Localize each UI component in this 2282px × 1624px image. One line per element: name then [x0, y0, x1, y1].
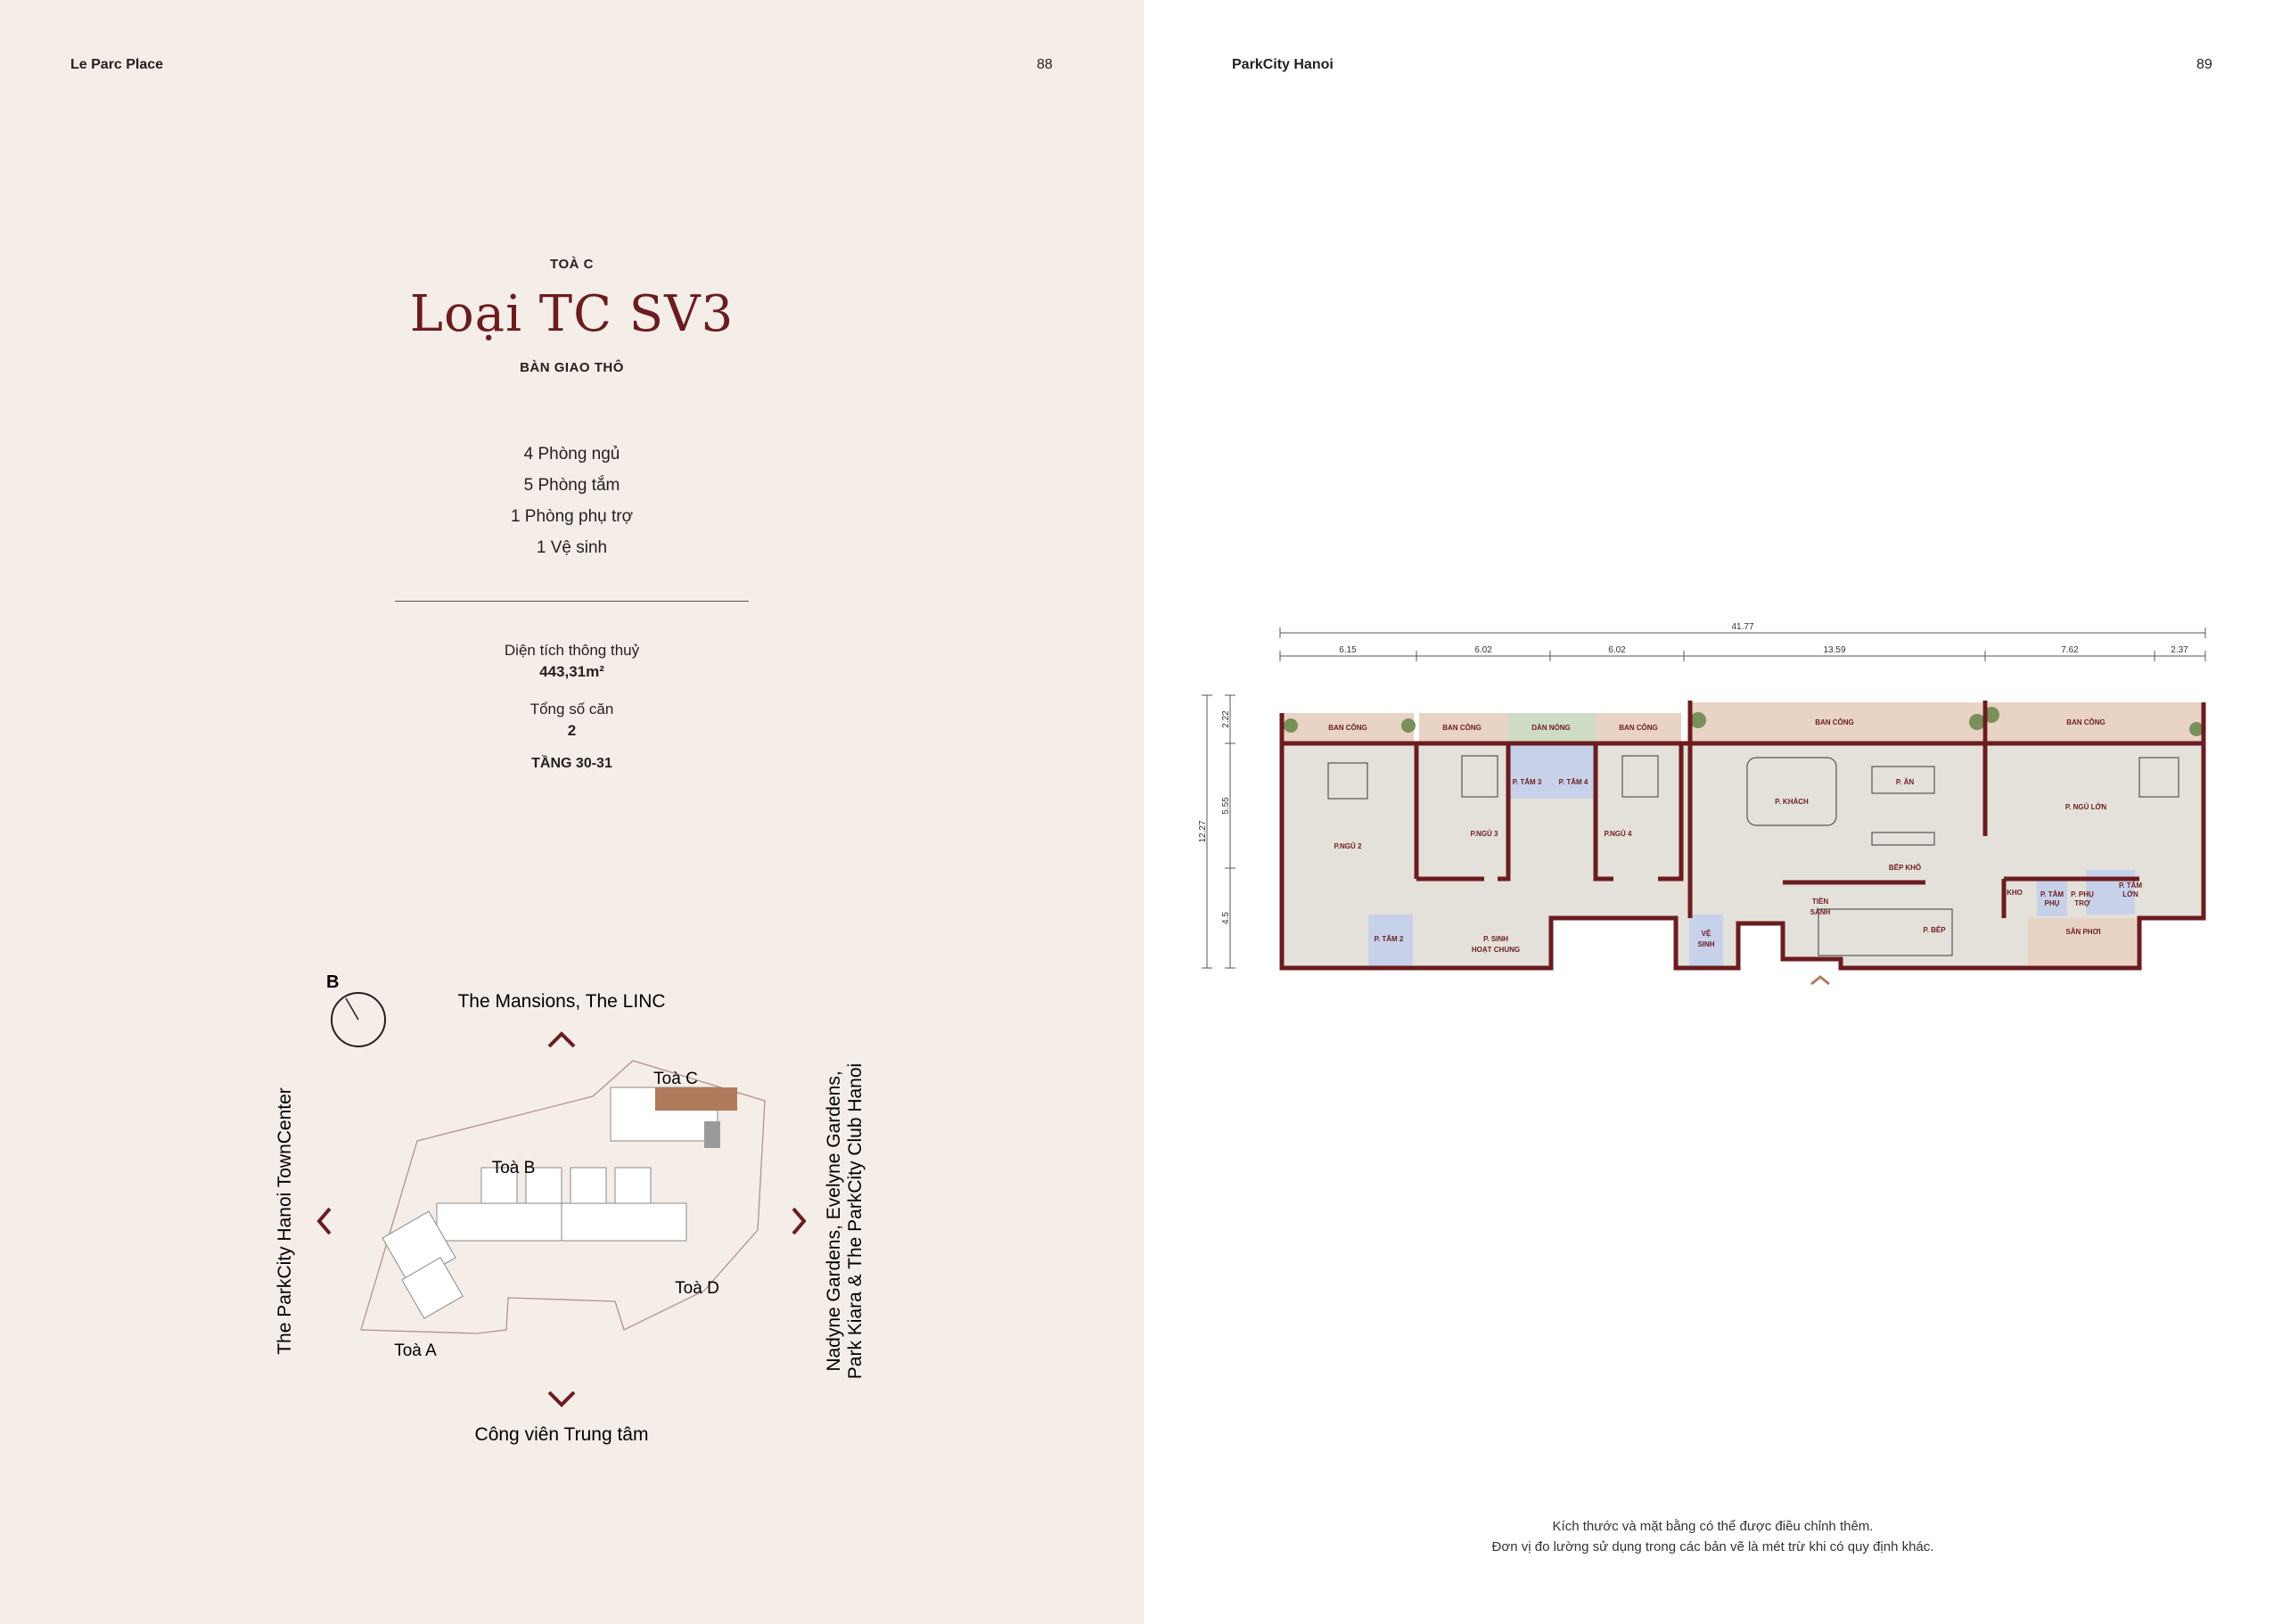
room-common-2: HOẠT CHUNG [1472, 946, 1520, 954]
room-wc: VỆ [1702, 930, 1712, 938]
room-bed-2: P.NGỦ 2 [1334, 842, 1363, 850]
dim-seg-5: 7.62 [2061, 645, 2079, 655]
room-bath-4: P. TẮM 4 [1559, 778, 1588, 786]
dim-total: 41.77 [1731, 622, 1753, 632]
room-dry-kitchen: BẾP KHÔ [1889, 863, 1921, 872]
room-lobby-2: SẢNH [1810, 908, 1831, 916]
dir-top-label: The Mansions, The LINC [457, 991, 665, 1012]
wet-areas [1368, 743, 2135, 966]
room-living: P. KHÁCH [1775, 798, 1809, 806]
room-balcony-5: BAN CÔNG [2066, 718, 2106, 726]
feature-bathrooms: 5 Phòng tắm [523, 476, 620, 495]
brand-right: ParkCity Hanoi [1232, 57, 1334, 72]
room-kitchen: P. BẾP [1923, 925, 1946, 934]
area-value: 443,31m² [539, 663, 604, 680]
units-label: Tổng số căn [529, 701, 614, 718]
tower-c-label: Toà C [653, 1070, 698, 1088]
room-master-bath-2: LỚN [2122, 890, 2138, 898]
room-wc-2: SINH [1697, 940, 1714, 948]
building-label: TOÀ C [550, 257, 594, 272]
room-laundry: SÂN PHƠI [2065, 928, 2100, 936]
units-value: 2 [567, 722, 577, 739]
dim-depth-3: 4.5 [1221, 912, 1231, 924]
service-areas [2028, 918, 2139, 966]
chevron-down-icon [547, 1390, 576, 1407]
dim-seg-6: 2.37 [2171, 645, 2188, 655]
room-bath-small-2: PHỤ [2045, 899, 2060, 907]
left-page: Le Parc Place 88 TOÀ C Loại TC SV3 BÀN G… [0, 0, 1144, 1624]
room-storage: KHO [2007, 889, 2023, 897]
tower-blocks [382, 1087, 718, 1319]
dim-seg-4: 13.59 [1823, 645, 1845, 655]
chevron-right-icon [792, 1207, 807, 1235]
note-line-2: Đơn vị đo lường sử dụng trong các bản vẽ… [1491, 1539, 1934, 1554]
handover-label: BÀN GIAO THÔ [520, 360, 624, 375]
note-line-1: Kích thước và mặt bằng có thể được điều … [1552, 1519, 1874, 1534]
dim-depth-2: 5.55 [1221, 797, 1231, 815]
balconies [1282, 702, 2204, 742]
dim-depth-total: 12.27 [1198, 820, 1208, 842]
room-bath-2: P. TẮM 2 [1375, 935, 1404, 943]
area-label: Diện tích thông thuỷ [504, 642, 640, 659]
tower-d-label: Toà D [675, 1279, 719, 1298]
room-dining: P. ĂN [1896, 778, 1915, 786]
dir-right-label-1: Nadyne Gardens, Evelyne Gardens, [824, 1070, 844, 1371]
room-master: P. NGỦ LỚN [2065, 803, 2106, 811]
site-plan: B The Mansions, The LINC Công viên Trung… [275, 972, 866, 1445]
room-aux: P. PHỤ [2071, 890, 2094, 898]
room-common: P. SINH [1483, 935, 1508, 943]
dim-seg-3: 6.02 [1608, 645, 1626, 655]
room-bath-small: P. TẮM [2040, 890, 2064, 898]
room-balcony-4: BAN CÔNG [1815, 718, 1854, 726]
room-bath-3: P. TẮM 3 [1513, 778, 1542, 786]
entrance-arrow-icon [1810, 975, 1830, 986]
compass-icon [331, 992, 386, 1047]
feature-list: 4 Phòng ngủ 5 Phòng tắm 1 Phòng phụ trợ … [0, 439, 1144, 563]
room-ac: DÀN NÓNG [1531, 724, 1571, 732]
room-balcony-3: BAN CÔNG [1619, 724, 1658, 732]
divider [395, 601, 749, 602]
tower-c-highlight [655, 1087, 737, 1111]
room-aux-2: TRỢ [2074, 899, 2090, 907]
dir-bottom-label: Công viên Trung tâm [475, 1424, 649, 1445]
room-balcony-1: BAN CÔNG [1328, 724, 1367, 732]
brand-left: Le Parc Place [70, 57, 164, 72]
room-master-bath: P. TẮM [2119, 882, 2142, 890]
dim-seg-2: 6.02 [1474, 645, 1492, 655]
room-lobby: TIỀN [1812, 897, 1828, 906]
dir-right-label-2: Park Kiara & The ParkCity Club Hanoi [845, 1063, 866, 1379]
site-boundary [360, 1060, 766, 1334]
page-number-left: 88 [1037, 57, 1053, 72]
floors-label: TẦNG 30-31 [531, 756, 612, 771]
floor-plan: 41.77 6.15 6.02 6.02 13.59 7.62 2.37 12.… [1198, 622, 2206, 986]
interior-lines [1327, 755, 2179, 956]
feature-wc: 1 Vệ sinh [536, 538, 608, 557]
dim-depth-1: 2.22 [1221, 710, 1231, 728]
room-balcony-2: BAN CÔNG [1442, 724, 1482, 732]
floor-area [1282, 743, 2204, 968]
dim-seg-1: 6.15 [1339, 645, 1357, 655]
chevron-up-icon [547, 1031, 576, 1048]
feature-bedrooms: 4 Phòng ngủ [523, 445, 620, 463]
page-number-right: 89 [2196, 57, 2212, 72]
north-label: B [326, 972, 339, 992]
tower-b-label: Toà B [492, 1159, 536, 1177]
room-bed-4: P.NGỦ 4 [1605, 830, 1633, 838]
chevron-left-icon [316, 1207, 332, 1235]
dir-left-label: The ParkCity Hanoi TownCenter [275, 1087, 295, 1355]
unit-type-title: Loại TC SV3 [409, 285, 735, 343]
room-bed-3: P.NGỦ 3 [1471, 830, 1499, 838]
feature-aux-room: 1 Phòng phụ trợ [510, 507, 634, 526]
walls [1279, 701, 2206, 971]
tower-a-label: Toà A [394, 1341, 437, 1360]
dimension-lines [1202, 627, 2206, 969]
